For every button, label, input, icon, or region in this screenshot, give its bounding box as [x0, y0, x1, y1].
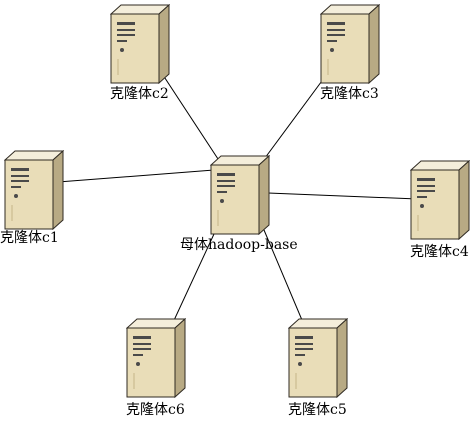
arrow-mother-to-c3	[261, 69, 331, 163]
server-label-c4: 克隆体c4	[410, 244, 469, 260]
server-tower-icon	[126, 318, 186, 398]
server-tower-icon	[410, 160, 470, 240]
server-label-mother: 母体hadoop-base	[180, 237, 298, 253]
server-label-c1: 克隆体c1	[0, 230, 59, 246]
server-tower-icon	[4, 150, 64, 230]
server-tower-icon	[210, 155, 270, 235]
server-label-c5: 克隆体c5	[288, 402, 347, 418]
server-label-c6: 克隆体c6	[126, 402, 185, 418]
server-tower-icon	[288, 318, 348, 398]
server-label-c2: 克隆体c2	[110, 86, 169, 102]
server-label-c3: 克隆体c3	[320, 86, 379, 102]
server-tower-icon	[320, 4, 380, 84]
server-tower-icon	[110, 4, 170, 84]
